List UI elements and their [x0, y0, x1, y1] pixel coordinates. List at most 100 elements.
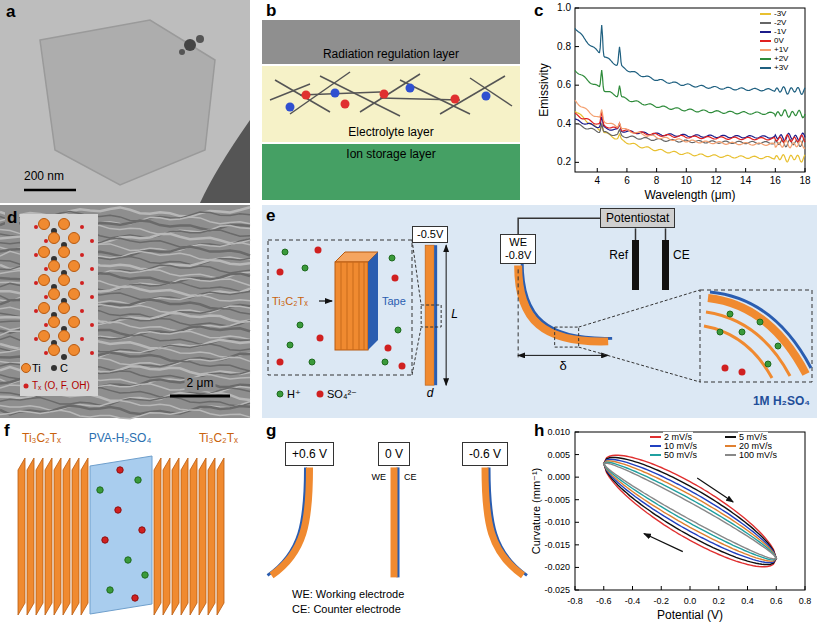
figure-graphic [90, 456, 152, 614]
figure-graphic [575, 586, 576, 590]
figure-graphic [715, 168, 716, 172]
figure-graphic [49, 289, 60, 300]
label: 16 [770, 175, 781, 187]
figure-graphic [90, 267, 94, 271]
figure-graphic [575, 477, 579, 478]
figure-graphic [217, 458, 224, 615]
figure-graphic [69, 261, 80, 272]
tape-layer [434, 245, 437, 385]
legend-line [760, 58, 771, 60]
panel-letter: a [6, 2, 15, 22]
label: 0.0 [684, 596, 697, 606]
figure-graphic [745, 168, 746, 172]
figure-graphic [39, 303, 50, 314]
figure-graphic [181, 458, 188, 615]
label: 0.6 [770, 596, 783, 606]
sem-image [0, 205, 250, 418]
figure-graphic [44, 267, 48, 271]
legend-text: 0V [773, 36, 785, 45]
bending-setup [262, 205, 817, 418]
figure-graphic [80, 225, 84, 229]
label: -0.010 [544, 517, 570, 527]
legend-line [650, 445, 661, 447]
figure-graphic [44, 295, 48, 299]
label: 0.8 [799, 596, 812, 606]
label: -0.020 [544, 562, 570, 572]
figure-graphic [39, 219, 50, 230]
label: -0.005 [544, 495, 570, 505]
figure-graphic [597, 168, 598, 172]
figure-graphic [579, 290, 700, 327]
label: 12 [710, 175, 721, 187]
label: SO₄²⁻ [327, 388, 357, 401]
label: -0.015 [544, 540, 570, 550]
figure-graphic [661, 586, 662, 590]
figure-graphic [81, 458, 88, 615]
figure-graphic [69, 233, 80, 244]
figure-graphic [690, 586, 691, 590]
label: 0.2 [557, 157, 571, 169]
figure-graphic [208, 458, 215, 615]
actuator-strip [272, 467, 310, 575]
figure-graphic [747, 586, 748, 590]
label: CE [404, 472, 417, 482]
figure-graphic [154, 458, 161, 615]
node-text: Electrolyte layer [348, 125, 433, 139]
figure-graphic [39, 275, 50, 286]
label: Tape [382, 295, 406, 308]
figure-graphic [163, 458, 170, 615]
figure-graphic [142, 572, 148, 578]
label: WE: Working electrode [292, 588, 404, 601]
label: PVA-H₂SO₄ [89, 432, 152, 446]
figure-graphic [805, 586, 806, 590]
actuator-strip [391, 467, 398, 577]
figure-graphic [632, 586, 633, 590]
figure-graphic [59, 303, 70, 314]
node-text: CE [673, 248, 690, 262]
figure-graphic [80, 337, 84, 341]
device-layers [262, 66, 520, 142]
structure-inset [20, 214, 98, 396]
legend-line [725, 445, 736, 447]
figure-graphic [575, 85, 579, 86]
figure-graphic [575, 46, 579, 47]
figure-graphic [102, 537, 108, 543]
panel-letter: f [4, 421, 10, 441]
figure-graphic [90, 323, 94, 327]
electrode-bar: Ref [632, 240, 639, 290]
figure-graphic [39, 247, 50, 258]
plot-frame [575, 432, 805, 590]
figure-graphic [72, 458, 79, 615]
node-text: 0 V [385, 447, 403, 461]
panel-letter: 1M H₂SO₄ [753, 395, 810, 409]
figure-graphic [59, 331, 70, 342]
film-strip [518, 265, 608, 341]
figure-graphic [90, 351, 94, 355]
dimension-line [518, 355, 608, 356]
node-text: WE [505, 236, 531, 249]
label: Wavelength (μm) [644, 189, 735, 203]
label: Ti₃C₂Tₓ [199, 432, 238, 446]
spectrum-curve [575, 100, 805, 148]
legend-text: -2V [773, 18, 787, 27]
dimension-line [446, 245, 447, 385]
legend-text: 100 mV/s [738, 450, 778, 460]
label: 0.6 [557, 79, 571, 91]
figure-graphic [125, 557, 131, 563]
label: Emissivity [538, 63, 552, 116]
cv-loop [604, 461, 777, 561]
legend-line [650, 436, 661, 438]
legend-line [725, 436, 736, 438]
label: -0.025 [544, 585, 570, 595]
figure-graphic [61, 354, 67, 360]
node-text: -0.5V [417, 228, 443, 241]
node-text: Ion storage layer [346, 147, 435, 161]
wire [635, 228, 637, 240]
label: -0.8 [567, 596, 583, 606]
panel-letter: g [266, 421, 276, 441]
figure-graphic [69, 317, 80, 328]
legend-line [760, 67, 771, 69]
label: 2 μm [185, 377, 216, 391]
